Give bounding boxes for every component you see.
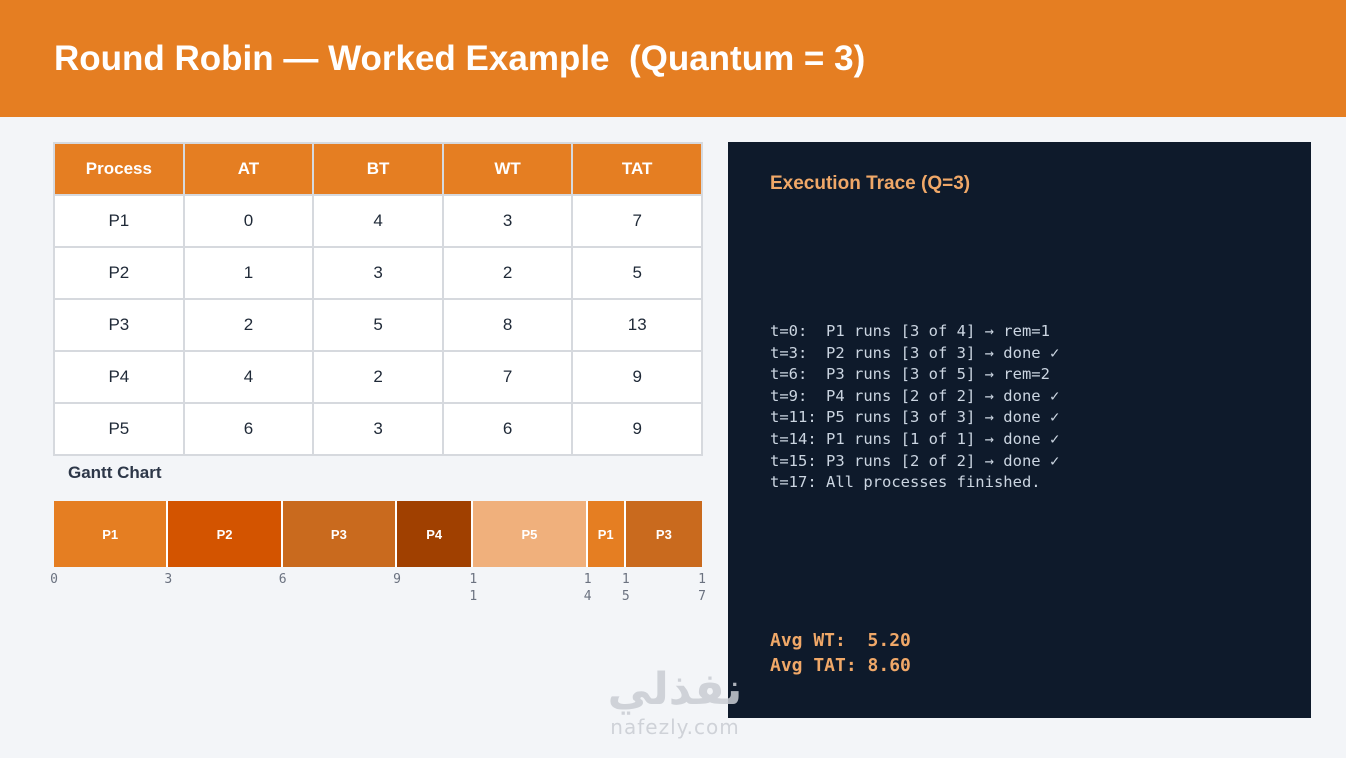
gantt-tick-label: 0 (50, 572, 58, 587)
table-row: P3 2 5 8 13 (53, 298, 703, 352)
table-cell: 3 (312, 246, 444, 300)
gantt-segment-p4: P4 (397, 501, 474, 567)
table-cell: 9 (571, 350, 703, 404)
table-cell: P3 (53, 298, 185, 352)
avg-tat: Avg TAT: 8.60 (770, 655, 911, 676)
table-cell: 0 (182, 194, 315, 248)
gantt-tick-label: 6 (278, 572, 287, 587)
table-cell: 4 (182, 350, 315, 404)
gantt-chart-title: Gantt Chart (68, 463, 162, 482)
column-header: WT (441, 142, 574, 196)
watermark-url: nafezly.com (610, 715, 740, 739)
title-banner: Round Robin — Worked Example (Quantum = … (0, 0, 1346, 117)
table-cell: 8 (441, 298, 574, 352)
gantt-segment-p3: P3 (282, 501, 398, 567)
execution-trace-panel: Execution Trace (Q=3) t=0: P1 runs [3 of… (728, 142, 1311, 718)
table-cell: 5 (571, 246, 703, 300)
column-header: BT (312, 142, 444, 196)
table-cell: 2 (182, 298, 315, 352)
table-row: P4 4 2 7 9 (53, 350, 703, 404)
table-cell: 2 (312, 350, 444, 404)
table-cell: 7 (441, 350, 574, 404)
trace-line: t=0: P1 runs [3 of 4] → rem=1 (770, 322, 1050, 340)
trace-line: t=15: P3 runs [2 of 2] → done ✓ (770, 451, 1060, 470)
table-cell: P1 (53, 194, 185, 248)
table-cell: 13 (571, 298, 703, 352)
trace-line: t=11: P5 runs [3 of 3] → done ✓ (770, 408, 1060, 427)
trace-line: t=9: P4 runs [2 of 2] → done ✓ (770, 386, 1060, 405)
table-cell: 4 (312, 194, 444, 248)
table-cell: 2 (441, 246, 574, 300)
table-row: P5 6 3 6 9 (53, 402, 703, 456)
table-cell: P4 (53, 350, 185, 404)
column-header: TAT (571, 142, 703, 196)
table-cell: 3 (441, 194, 574, 248)
watermark-logo: نفذلي (607, 664, 743, 715)
table-cell: 3 (312, 402, 444, 456)
gantt-tick-label: 3 (164, 572, 173, 587)
table-row: P1 0 4 3 7 (53, 194, 703, 248)
gantt-segment-p3: P3 (625, 501, 702, 567)
table-cell: P5 (53, 402, 185, 456)
trace-line: t=14: P1 runs [1 of 1] → done ✓ (770, 429, 1060, 448)
column-header: AT (182, 142, 315, 196)
table-cell: P2 (53, 246, 185, 300)
table-row: P2 1 3 2 5 (53, 246, 703, 300)
gantt-tick-label: 17 (698, 572, 706, 604)
process-table: Process AT BT WT TAT P1 0 4 3 7 P2 1 3 2… (53, 142, 703, 456)
gantt-segment-p5: P5 (473, 501, 588, 567)
gantt-segment-p1: P1 (587, 501, 626, 567)
trace-line: t=6: P3 runs [3 of 5] → rem=2 (770, 365, 1050, 384)
table-cell: 6 (182, 402, 315, 456)
avg-wt: Avg WT: 5.20 (770, 630, 911, 651)
table-cell: 5 (312, 298, 444, 352)
gantt-tick-label: 11 (469, 572, 478, 604)
gantt-tick-label: 9 (393, 572, 401, 587)
gantt-tick-label: 14 (583, 572, 592, 604)
trace-log: t=0: P1 runs [3 of 4] → rem=1 t=3: P2 run… (770, 321, 1059, 494)
gantt-tick-label: 15 (621, 572, 630, 604)
gantt-segment-p2: P2 (168, 501, 283, 567)
table-cell: 7 (571, 194, 703, 248)
table-cell: 9 (571, 402, 703, 456)
table-cell: 6 (441, 402, 574, 456)
table-header-row: Process AT BT WT TAT (53, 142, 703, 196)
trace-title: Execution Trace (Q=3) (770, 173, 971, 194)
table-cell: 1 (182, 246, 315, 300)
watermark: نفذلي nafezly.com (590, 666, 760, 758)
trace-line: t=17: All processes finished. (770, 473, 1041, 492)
column-header: Process (53, 142, 185, 196)
gantt-segment-p1: P1 (54, 501, 169, 567)
trace-line: t=3: P2 runs [3 of 3] → done ✓ (770, 343, 1060, 362)
page-title: Round Robin — Worked Example (Quantum = … (54, 39, 866, 78)
gantt-time-axis: 0 3 6 9 11 14 15 17 (50, 571, 706, 605)
